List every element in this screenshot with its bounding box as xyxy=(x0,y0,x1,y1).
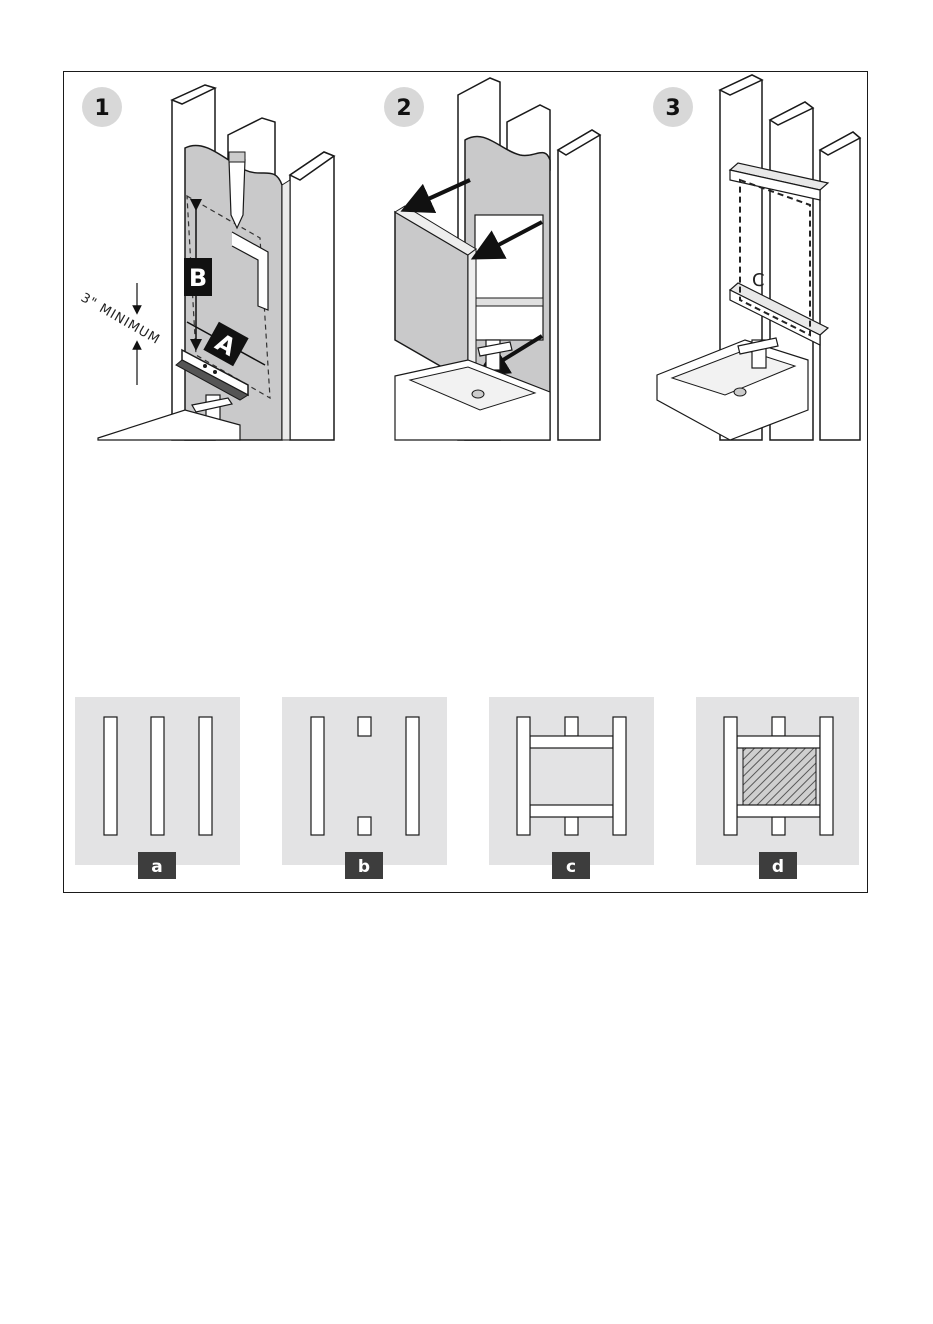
step-badge-3: 3 xyxy=(653,87,693,127)
opening-label: C xyxy=(752,270,765,291)
framing-panel-a: a xyxy=(75,697,240,879)
step-badge-1: 1 xyxy=(82,87,122,127)
svg-text:3: 3 xyxy=(665,96,680,121)
svg-text:1: 1 xyxy=(94,96,109,121)
step-badge-2: 2 xyxy=(384,87,424,127)
svg-text:2: 2 xyxy=(396,96,411,121)
framing-label-c: c xyxy=(566,857,576,877)
framing-label-d: d xyxy=(772,857,784,877)
step-1-illustration: B A 3" MINIMUM xyxy=(78,85,334,440)
framing-panel-b: b xyxy=(282,697,447,879)
step-3-illustration: C xyxy=(657,75,860,440)
pencil-icon xyxy=(229,152,245,228)
framing-label-a: a xyxy=(151,857,162,877)
framing-panel-d: d xyxy=(696,697,859,879)
framing-panel-c: c xyxy=(489,697,654,879)
minimum-clearance-note: 3" MINIMUM xyxy=(78,290,163,347)
dimension-b-label: B xyxy=(189,264,207,292)
framing-label-b: b xyxy=(358,857,370,877)
step-2-illustration xyxy=(395,78,600,440)
